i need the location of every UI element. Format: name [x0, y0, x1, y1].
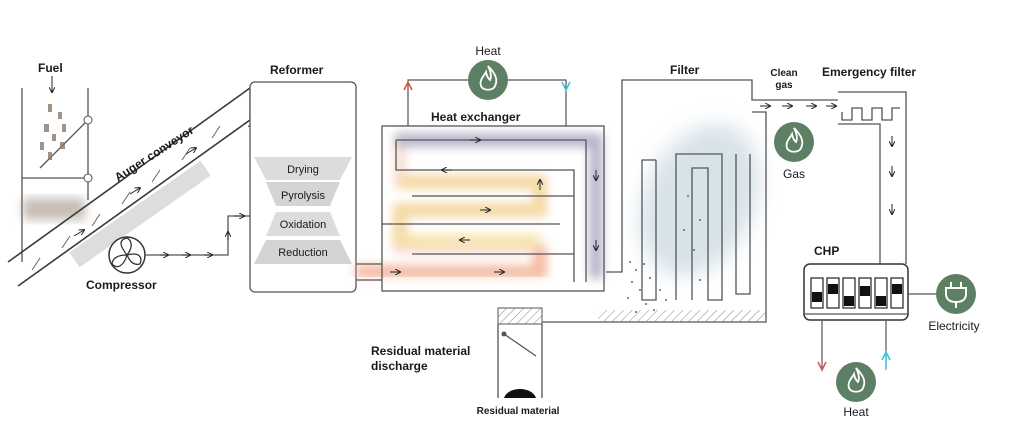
- gas-icon: [774, 122, 814, 162]
- plug-icon: [945, 282, 967, 308]
- heat-bottom-icon: [836, 362, 876, 402]
- filter-label: Filter: [670, 63, 700, 77]
- oxidation-label: Oxidation: [280, 219, 326, 231]
- reduction-label: Reduction: [278, 247, 328, 259]
- residual-material-label: Residual material: [477, 406, 560, 417]
- heat-top-icon: [468, 60, 508, 100]
- heat-bottom-label: Heat: [843, 405, 869, 419]
- pyrolysis-label: Pyrolysis: [281, 190, 326, 202]
- residual-discharge-label-2: discharge: [371, 359, 428, 373]
- cold-flow-arrow: [561, 81, 571, 92]
- clean-gas-label-2: gas: [775, 80, 793, 91]
- heat-exchanger: [356, 125, 605, 292]
- compressor-label: Compressor: [86, 278, 157, 292]
- compressor: [108, 216, 250, 274]
- reformer-label: Reformer: [270, 63, 324, 77]
- electricity-label: Electricity: [928, 319, 979, 333]
- emergency-filter: [838, 91, 907, 264]
- auger-conveyor: [7, 87, 258, 287]
- hot-flow-arrow: [403, 80, 413, 91]
- electricity-icon: [936, 274, 976, 314]
- clean-gas-label-1: Clean: [770, 68, 797, 79]
- gas-label: Gas: [783, 167, 805, 181]
- residual-discharge-label-1: Residual material: [371, 344, 470, 358]
- reformer: [249, 81, 357, 293]
- fan-icon: [111, 237, 142, 268]
- flame-icon: [785, 127, 804, 153]
- residual-discharge: [497, 307, 766, 398]
- chp-unit: [803, 263, 938, 372]
- heat-exchanger-label: Heat exchanger: [431, 110, 521, 124]
- emergency-filter-label: Emergency filter: [822, 65, 916, 79]
- filter: [598, 79, 838, 323]
- drying-label: Drying: [287, 164, 319, 176]
- fuel-label: Fuel: [38, 61, 63, 75]
- flame-icon: [479, 65, 498, 91]
- fuel-hopper: [21, 88, 93, 262]
- chp-label: CHP: [814, 244, 839, 258]
- flame-icon: [847, 367, 866, 393]
- heat-top-label: Heat: [475, 44, 501, 58]
